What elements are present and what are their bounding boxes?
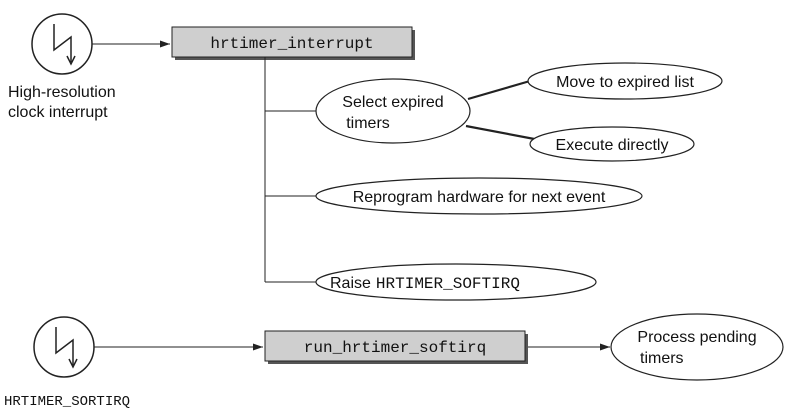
execute-label: Execute directly [556,137,669,154]
hrtimer-interrupt-label: hrtimer_interrupt [210,35,373,53]
execute-directly-node: Execute directly [529,126,695,162]
reprogram-label: Reprogram hardware for next event [353,189,606,206]
source-label-line1: High-resolution [8,84,116,101]
select-label-line1: Select expired [342,94,443,111]
raise-code: HRTIMER_SOFTIRQ [376,275,520,293]
reprogram-node: Reprogram hardware for next event [315,177,643,215]
interrupt-source-bottom [33,316,95,378]
process-pending-node: Process pending timers [610,313,784,381]
source-label-line2: clock interrupt [8,104,108,121]
run-hrtimer-softirq-box: run_hrtimer_softirq [264,330,528,364]
select-label-line2: timers [346,115,390,132]
raise-softirq-node: Raise HRTIMER_SOFTIRQ [315,263,597,301]
move-label: Move to expired list [556,74,694,91]
softirq-source-label: HRTIMER_SORTIRQ [4,394,130,410]
lightning-bolt-icon [53,24,76,66]
raise-label: Raise HRTIMER_SOFTIRQ [330,275,520,293]
lightning-bolt-icon [55,327,78,369]
connector-move [467,79,531,101]
hrtimer-interrupt-box: hrtimer_interrupt [171,26,415,60]
raise-prefix: Raise [330,275,371,292]
interrupt-source-top [31,13,93,75]
select-expired-node: Select expired timers [315,78,471,144]
connector-execute [465,124,546,143]
run-hrtimer-softirq-label: run_hrtimer_softirq [304,339,486,357]
move-to-expired-node: Move to expired list [527,62,723,100]
process-label-line1: Process pending [637,329,756,346]
process-label-line2: timers [640,350,684,367]
